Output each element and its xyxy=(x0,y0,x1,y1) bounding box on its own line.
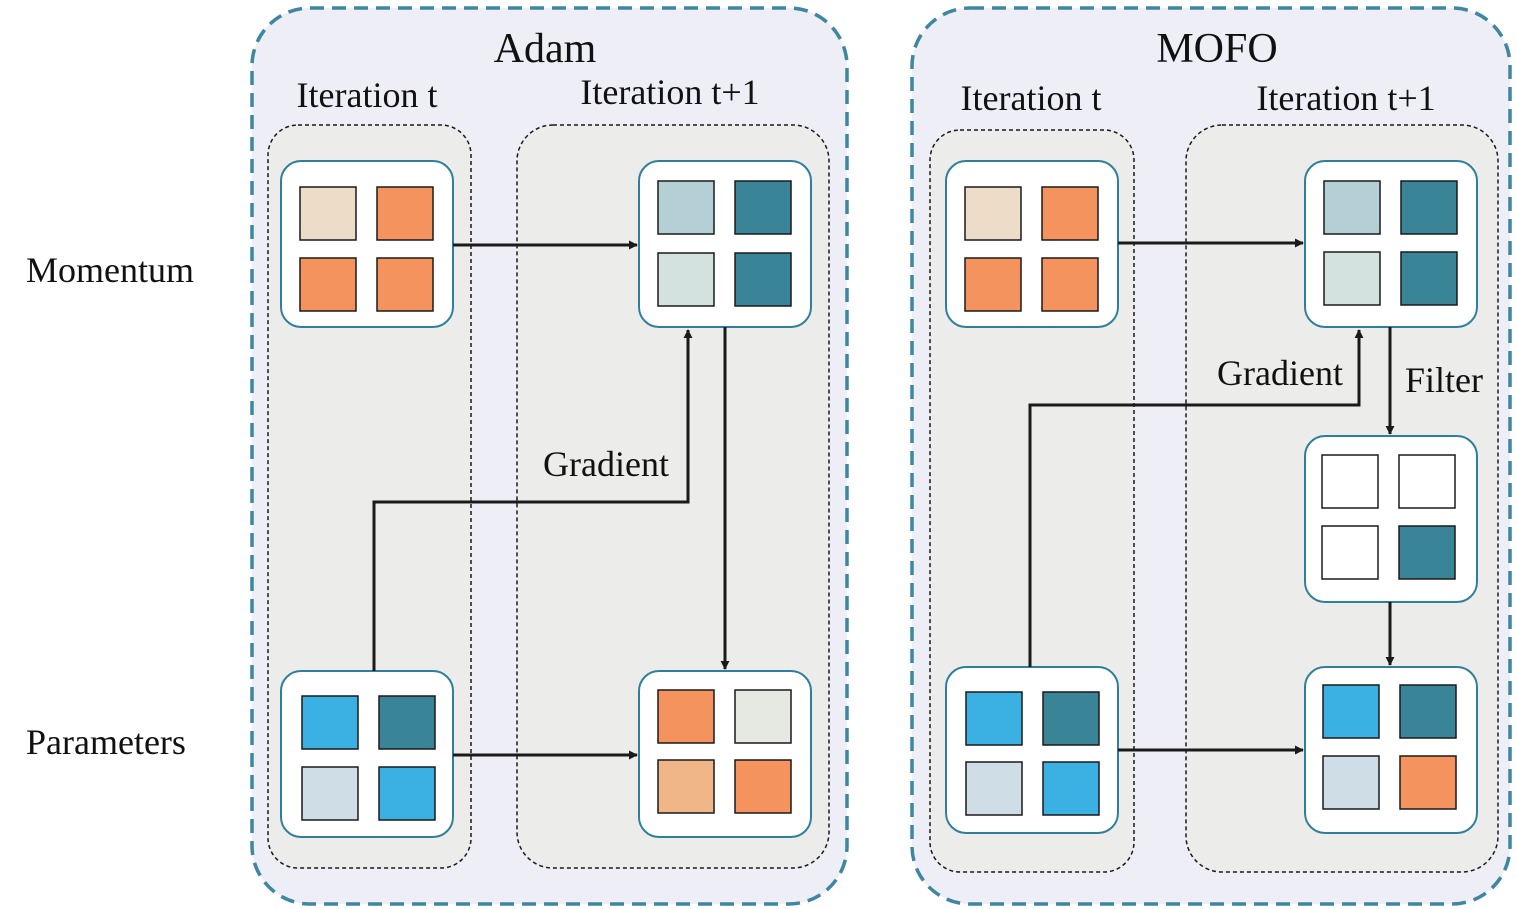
adam-parameters-t-card xyxy=(280,670,454,838)
adam-parameters-t1-card xyxy=(638,670,812,838)
adam-momentum-t-card xyxy=(280,160,454,328)
mofo-momentum-t1-card xyxy=(1304,160,1478,328)
mofo-title: MOFO xyxy=(1156,26,1277,72)
mofo-parameters-t1-card xyxy=(1304,666,1478,834)
parameters-row-label: Parameters xyxy=(26,722,186,762)
adam-title: Adam xyxy=(494,26,597,72)
momentum-row-label: Momentum xyxy=(26,250,194,290)
mofo-gradient-label: Gradient xyxy=(1217,353,1343,393)
adam-gradient-label: Gradient xyxy=(543,444,669,484)
mofo-filter-label: Filter xyxy=(1405,360,1483,400)
adam-iteration-t-label: Iteration t xyxy=(297,75,438,115)
mofo-gradient-arrow xyxy=(1028,329,1364,667)
mofo-iteration-t-label: Iteration t xyxy=(961,78,1102,118)
adam-momentum-t1-card xyxy=(638,160,812,328)
mofo-momentum-t-card xyxy=(945,160,1119,328)
adam-gradient-arrow xyxy=(372,329,693,671)
mofo-iteration-t1-label: Iteration t+1 xyxy=(1256,78,1435,118)
mofo-filtered-momentum-card xyxy=(1304,435,1478,603)
adam-iteration-t1-label: Iteration t+1 xyxy=(580,72,759,112)
mofo-parameters-t-card xyxy=(945,666,1119,834)
